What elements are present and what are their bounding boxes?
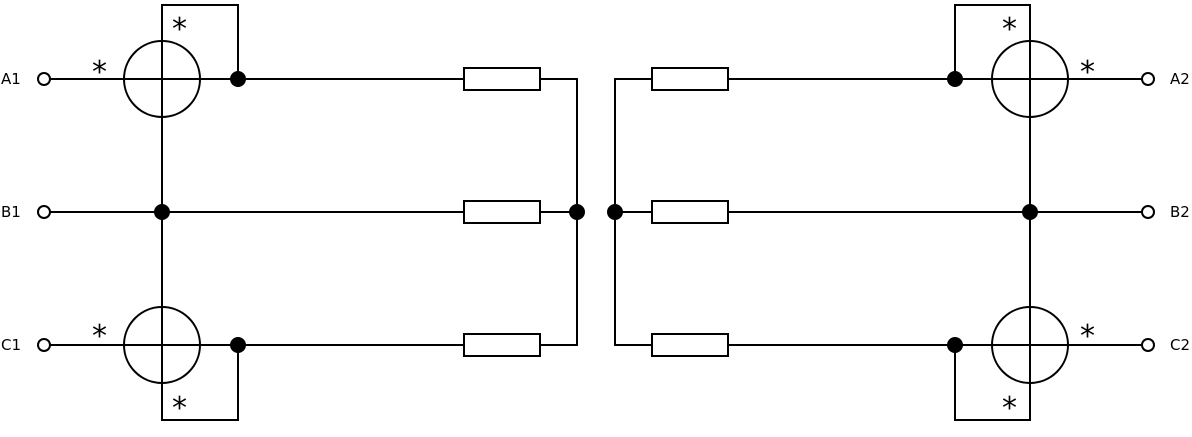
label-a1: A1: [1, 70, 21, 88]
polarity-mark-a2-current: *: [1080, 55, 1095, 90]
polarity-mark-a1-current: *: [92, 55, 107, 90]
resistor-a1: [463, 67, 541, 91]
terminal-b2: [1141, 205, 1155, 219]
label-b2: B2: [1170, 203, 1190, 221]
polarity-mark-c2-current: *: [1080, 319, 1095, 354]
right-network: A2 B2 C2 * * * *: [607, 4, 1190, 426]
terminal-c1: [37, 338, 51, 352]
polarity-mark-c2-voltage: *: [1002, 391, 1017, 426]
label-c1: C1: [1, 336, 21, 354]
junction-b2: [1022, 204, 1038, 220]
resistor-c1: [463, 333, 541, 357]
junction-left-star: [569, 204, 585, 220]
junction-c1: [230, 337, 246, 353]
resistor-c2: [651, 333, 729, 357]
label-b1: B1: [1, 203, 21, 221]
left-top-loop: [161, 4, 239, 80]
wattmeter-a2: [991, 40, 1069, 118]
left-bottom-loop: [161, 344, 239, 421]
junction-right-star: [607, 204, 623, 220]
junction-a1: [230, 71, 246, 87]
terminal-a1: [37, 72, 51, 86]
right-bottom-loop: [954, 344, 1031, 421]
wattmeter-c2: [991, 306, 1069, 384]
junction-c2: [947, 337, 963, 353]
wattmeter-a1: [123, 40, 201, 118]
wattmeter-c1: [123, 306, 201, 384]
polarity-mark-a2-voltage: *: [1002, 12, 1017, 47]
polarity-mark-c1-voltage: *: [172, 391, 187, 426]
junction-a2: [947, 71, 963, 87]
resistor-b2: [651, 200, 729, 224]
terminal-c2: [1141, 338, 1155, 352]
left-network: A1 B1 C1 * * * *: [1, 4, 585, 426]
right-top-loop: [954, 4, 1031, 80]
terminal-b1: [37, 205, 51, 219]
label-a2: A2: [1170, 70, 1190, 88]
resistor-b1: [463, 200, 541, 224]
polarity-mark-a1-voltage: *: [172, 12, 187, 47]
junction-b1: [154, 204, 170, 220]
resistor-a2: [651, 67, 729, 91]
label-c2: C2: [1170, 336, 1190, 354]
polarity-mark-c1-current: *: [92, 319, 107, 354]
terminal-a2: [1141, 72, 1155, 86]
